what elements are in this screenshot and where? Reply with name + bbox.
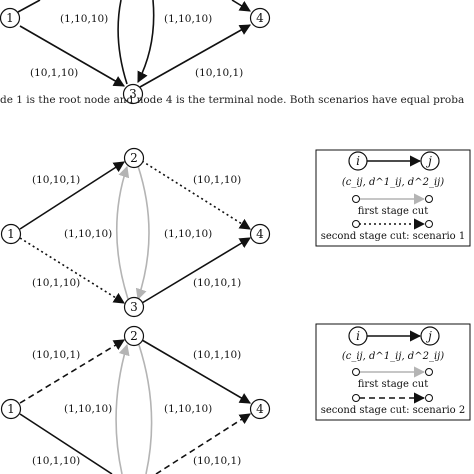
bot-edge-2-4: [141, 339, 251, 404]
legend-2-node-i: [348, 326, 368, 346]
bot-label-left: (1,10,10): [64, 403, 112, 415]
legend-2-second-stage-dot-left: [352, 394, 360, 402]
legend-1-node-i: [348, 151, 368, 171]
mid-node-2: [123, 147, 145, 169]
top-label-3up: (1,10,10): [60, 13, 108, 25]
middle-graph: 2 1 4 3 (10,10,1) (10,1,10) (1,10,10) (1…: [0, 147, 271, 318]
mid-label-13: (10,1,10): [32, 277, 80, 289]
legend-2-first-stage-dot-right: [425, 368, 433, 376]
top-node-4-label: 4: [256, 11, 264, 25]
top-edge-3-4: [139, 24, 251, 88]
top-label-2down: (1,10,10): [164, 13, 212, 25]
legend-2-second-stage-dot-right: [425, 394, 433, 402]
mid-node-2-label: 2: [130, 151, 138, 165]
legend-2-second-stage-label: second stage cut: scenario 2: [321, 405, 466, 416]
mid-label-left: (1,10,10): [64, 228, 112, 240]
top-node-3-label: 3: [129, 87, 137, 101]
legend-2-first-stage-label: first stage cut: [358, 379, 428, 390]
bot-edge-1-2: [19, 339, 125, 404]
bot-label-13: (10,1,10): [32, 455, 80, 467]
bot-node-2-label: 2: [130, 329, 138, 343]
top-node-1: [0, 7, 21, 29]
bot-label-34: (10,10,1): [193, 455, 241, 467]
mid-edge-3-4: [141, 237, 251, 304]
legend-1-second-stage-dot-right: [425, 220, 433, 228]
legend-scenario-2: i j (c_ij, d^1_ij, d^2_ij) first stage c…: [315, 323, 471, 421]
top-edge-1-3: [19, 25, 125, 87]
legend-1-frame: [315, 149, 471, 247]
top-graph: 1 4 3 (1,10,10) (1,10,10) (10,1,10) (10,…: [0, 0, 271, 105]
top-edge-1-up: [17, 0, 41, 13]
legend-1-second-stage-dot-left: [352, 220, 360, 228]
mid-node-3: [123, 296, 145, 318]
mid-node-4: [249, 223, 271, 245]
mid-edge-2-4: [141, 160, 251, 230]
bot-edge-3-4: [155, 413, 251, 474]
legend-2-node-i-label: i: [356, 329, 360, 343]
bot-label-24: (10,1,10): [193, 349, 241, 361]
legend-2-costs: (c_ij, d^1_ij, d^2_ij): [342, 351, 444, 362]
bot-node-1: [0, 398, 22, 420]
top-label-13: (10,1,10): [30, 67, 78, 79]
legend-1-first-stage-dot-right: [425, 195, 433, 203]
legend-2-first-stage-dot-left: [352, 368, 360, 376]
mid-edge-3-2-gray: [115, 165, 130, 300]
legend-1-first-stage-label: first stage cut: [358, 206, 428, 217]
top-edge-up-3: [137, 0, 155, 83]
mid-edge-1-3: [19, 237, 125, 304]
mid-label-12: (10,10,1): [32, 174, 80, 186]
bot-edge-1-3: [19, 413, 113, 474]
caption-text: de 1 is the root node and node 4 is the …: [0, 94, 465, 106]
bot-node-4-label: 4: [256, 402, 264, 416]
bot-edge-3-2-gray: [115, 343, 130, 474]
mid-node-1: [0, 223, 22, 245]
legend-1-node-j-label: j: [425, 154, 432, 168]
bot-node-2: [123, 325, 145, 347]
mid-edge-1-2: [19, 161, 125, 230]
legend-1-costs: (c_ij, d^1_ij, d^2_ij): [342, 177, 444, 188]
legend-1-first-stage-dot-left: [352, 195, 360, 203]
mid-label-right: (1,10,10): [164, 228, 212, 240]
mid-label-24: (10,1,10): [193, 174, 241, 186]
bot-node-4: [249, 398, 271, 420]
top-edge-3-up: [117, 0, 128, 85]
legend-1-node-i-label: i: [356, 154, 360, 168]
legend-1-second-stage-label: second stage cut: scenario 1: [321, 231, 466, 242]
mid-node-1-label: 1: [7, 227, 15, 241]
legend-2-node-j: [420, 326, 440, 346]
mid-node-3-label: 3: [130, 300, 138, 314]
mid-node-4-label: 4: [256, 227, 264, 241]
bot-edge-2-3-gray: [138, 344, 153, 474]
top-label-34: (10,10,1): [195, 67, 243, 79]
top-edge-up-4: [231, 0, 251, 12]
top-node-4: [249, 7, 271, 29]
legend-1-node-j: [420, 151, 440, 171]
bot-label-12: (10,10,1): [32, 349, 80, 361]
bottom-graph: 2 1 4 (10,10,1) (10,1,10) (1,10,10) (1,1…: [0, 325, 271, 474]
bot-label-right: (1,10,10): [164, 403, 212, 415]
mid-label-34: (10,10,1): [193, 277, 241, 289]
top-node-1-label: 1: [6, 11, 14, 25]
bot-node-1-label: 1: [7, 402, 15, 416]
top-node-3: [122, 83, 144, 105]
legend-scenario-1: i j (c_ij, d^1_ij, d^2_ij) first stage c…: [315, 149, 471, 247]
mid-edge-2-3-gray: [135, 165, 150, 301]
legend-2-node-j-label: j: [425, 329, 432, 343]
